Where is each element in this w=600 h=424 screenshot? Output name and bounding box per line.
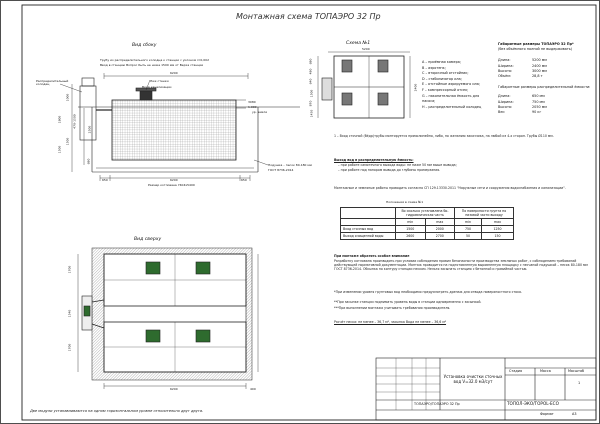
dim-v-1500: 1500 xyxy=(65,137,70,146)
well-title: Габаритные размеры распределительной ёмк… xyxy=(498,85,591,90)
dim-v-680: 680 xyxy=(86,158,91,165)
legend-item: G – накопительная ёмкость для насоса; xyxy=(422,93,480,104)
spec-row: Длина:5200 мм xyxy=(498,58,547,63)
scheme-legend: А – приёмная камера; В – аэротенк; С – в… xyxy=(422,60,484,110)
important-title: При монтаже обратить особое внимание xyxy=(334,254,410,258)
legend-item: H – распределительный колодец xyxy=(422,104,482,109)
depth-header: По поверхности грунта по низовой части в… xyxy=(454,207,514,219)
dim-v-470-1500: 470-1500 xyxy=(72,114,77,129)
spec-row: Ширина:2400 мм xyxy=(498,63,547,68)
stamp-header-stage: Стадия xyxy=(509,369,523,373)
top-dim-1700a: 1700 xyxy=(67,265,72,274)
depth-sub: min xyxy=(395,218,426,226)
ground-level-label: ур. земли xyxy=(252,110,268,114)
dim-h-650-left: 650 xyxy=(102,178,108,182)
top-view-title: Вид сверху xyxy=(134,237,162,242)
drain-title: Выход вод в распределительную ёмкость: xyxy=(334,158,414,162)
title-block-lines xyxy=(375,357,597,421)
dim-h-650-right: 650 xyxy=(241,178,247,182)
legend-item: D – стабилизатор ила; xyxy=(422,76,462,81)
spec-row: Вес:90 кг xyxy=(498,110,542,115)
depth-sub: min xyxy=(453,218,483,226)
install-paragraph-3: **При засыпке станции поднимать уровень … xyxy=(334,300,482,304)
scheme-dim-5200: 5200 xyxy=(362,47,370,51)
stamp-format: А3 xyxy=(572,412,577,416)
install-paragraph-4: ***При выполнении монтажа учитывать треб… xyxy=(334,306,451,310)
dim-top-6200: 6200 xyxy=(170,71,178,75)
scheme-1-drawing xyxy=(317,51,411,119)
dim-v-1800: 1800 xyxy=(57,115,62,124)
install-paragraph-2: *При изменении уровня грунтовых вод необ… xyxy=(334,290,523,294)
legend-item: А – приёмная камера; xyxy=(422,60,461,64)
legend-item: E – отстойные аэрируемого ила; xyxy=(422,82,480,87)
scheme-note: 1 – Вход сточной (бёдр)трубы монтируется… xyxy=(334,134,554,138)
top-dim-1700b: 1700 xyxy=(67,343,72,352)
depth-table-title: Положения в схеме №1 xyxy=(386,200,424,204)
gost-label: ГОСТ 8736-2014 xyxy=(268,168,294,172)
depth-table: Во сколько установлена бо-гидравлическая… xyxy=(340,207,514,240)
scheme-dim-2400: 2400 xyxy=(413,83,418,92)
drain-item: – при работе самотечного выхода воды: не… xyxy=(338,163,457,167)
side-view-title: Вид сбоку xyxy=(132,43,157,48)
depth-header xyxy=(340,207,396,219)
spec-row: Высота:3000 мм xyxy=(498,68,547,73)
scheme-dim-1500: 1500 xyxy=(309,89,314,98)
scheme-title: Схема №1 xyxy=(346,41,371,46)
drain-item: – при работе под напором вывода до глуби… xyxy=(338,168,441,172)
specs-subtitle: (без объёмного полной не выдерживать) xyxy=(498,47,573,52)
install-paragraph-1: Разработку котлована производить при усл… xyxy=(334,259,588,271)
legend-item: В – аэротенк; xyxy=(422,65,446,70)
pipe-slope-note: Трубу из распределительного колодца к ст… xyxy=(100,58,209,62)
stamp-company: ТОПОЛ-ЭКО/TOPOL-ECO xyxy=(507,401,559,406)
specs-block: Габаритные размеры ТОПАЭРО 32 Пр* (без о… xyxy=(498,42,594,115)
stamp-header-scale: Масштаб xyxy=(568,369,585,373)
depth-sub: max xyxy=(424,218,455,226)
dim-3080: 3080 xyxy=(248,100,256,104)
scheme-dim-640: 640 xyxy=(308,78,313,85)
top-dim-1540: 1540 xyxy=(67,309,72,318)
distribution-well-label: Распределительный колодец xyxy=(36,79,69,86)
dim-v-1000: 1000 xyxy=(65,93,70,102)
drawing-title: Монтажная схема ТОПАЭРО 32 Пр xyxy=(236,12,381,21)
stamp-header-mass: Масса xyxy=(540,369,551,373)
table-row: Вход сточных вод 1500 2000 750 1250 xyxy=(340,225,514,233)
depth-sub: max xyxy=(481,218,514,226)
top-dim-6200: 6200 xyxy=(170,387,178,391)
sand-calc-note: Расчёт песка: не менее – 36,7 м³, засыпк… xyxy=(334,320,447,324)
legend-item: F – компрессорный отсек; xyxy=(422,87,469,92)
top-view-drawing xyxy=(77,247,259,389)
top-view-note: Две модули устанавливаются на одном гори… xyxy=(30,409,204,413)
scheme-dim-480: 480 xyxy=(308,68,313,75)
dim-1000: 1.000 xyxy=(248,105,257,109)
dim-h-6200: 6200 xyxy=(170,178,178,182)
spec-row: Объём:28,8 т xyxy=(498,74,543,79)
dim-v-2500: 2500 xyxy=(87,125,92,134)
spec-row: Высота:2050 мм xyxy=(498,104,547,109)
stamp-name: Установка очистки сточных вод V=32.0 м3/… xyxy=(443,374,503,384)
earthworks-note: Монтажные и земляные работы проводить со… xyxy=(334,186,566,190)
specs-title: Габаритные размеры ТОПАЭРО 32 Пр* xyxy=(498,42,574,46)
top-dim-400: 400 xyxy=(250,387,256,391)
pit-size-label: Размер котлована 7404х5400 xyxy=(148,183,195,187)
pipe-inlet-note: Ввод в станцию Вопрос быть не ниже 1500 … xyxy=(100,63,204,67)
spec-row: Ширина:750 мм xyxy=(498,99,545,104)
scheme-dim-680: 680 xyxy=(308,58,313,65)
stamp-model: ТОПАЭРО/ТОПАЭРО 32 Пр xyxy=(414,402,460,406)
side-view-drawing xyxy=(59,73,300,181)
table-row: Выход очищенной воды 2600 2700 50 150 xyxy=(340,232,514,240)
sand-bed-label: Подушка – песок 80-180 мм xyxy=(268,163,312,167)
lid-label: Люк стенки xyxy=(150,79,169,83)
stamp-sheet-number: 1 xyxy=(578,381,581,385)
scheme-dim-1450: 1450 xyxy=(309,109,314,118)
legend-item: С – вторичный отстойник; xyxy=(422,71,469,76)
dim-v-1500b: 1500 xyxy=(57,145,62,154)
stamp-format-label: Формат xyxy=(540,412,554,416)
spec-row: Длина:650 мм xyxy=(498,94,545,99)
scheme-dim-870: 870 xyxy=(308,100,313,107)
sewer-inlet-label: Вход канализации xyxy=(142,85,172,89)
depth-header: Во сколько установлена бо-гидравлическая… xyxy=(395,207,455,219)
